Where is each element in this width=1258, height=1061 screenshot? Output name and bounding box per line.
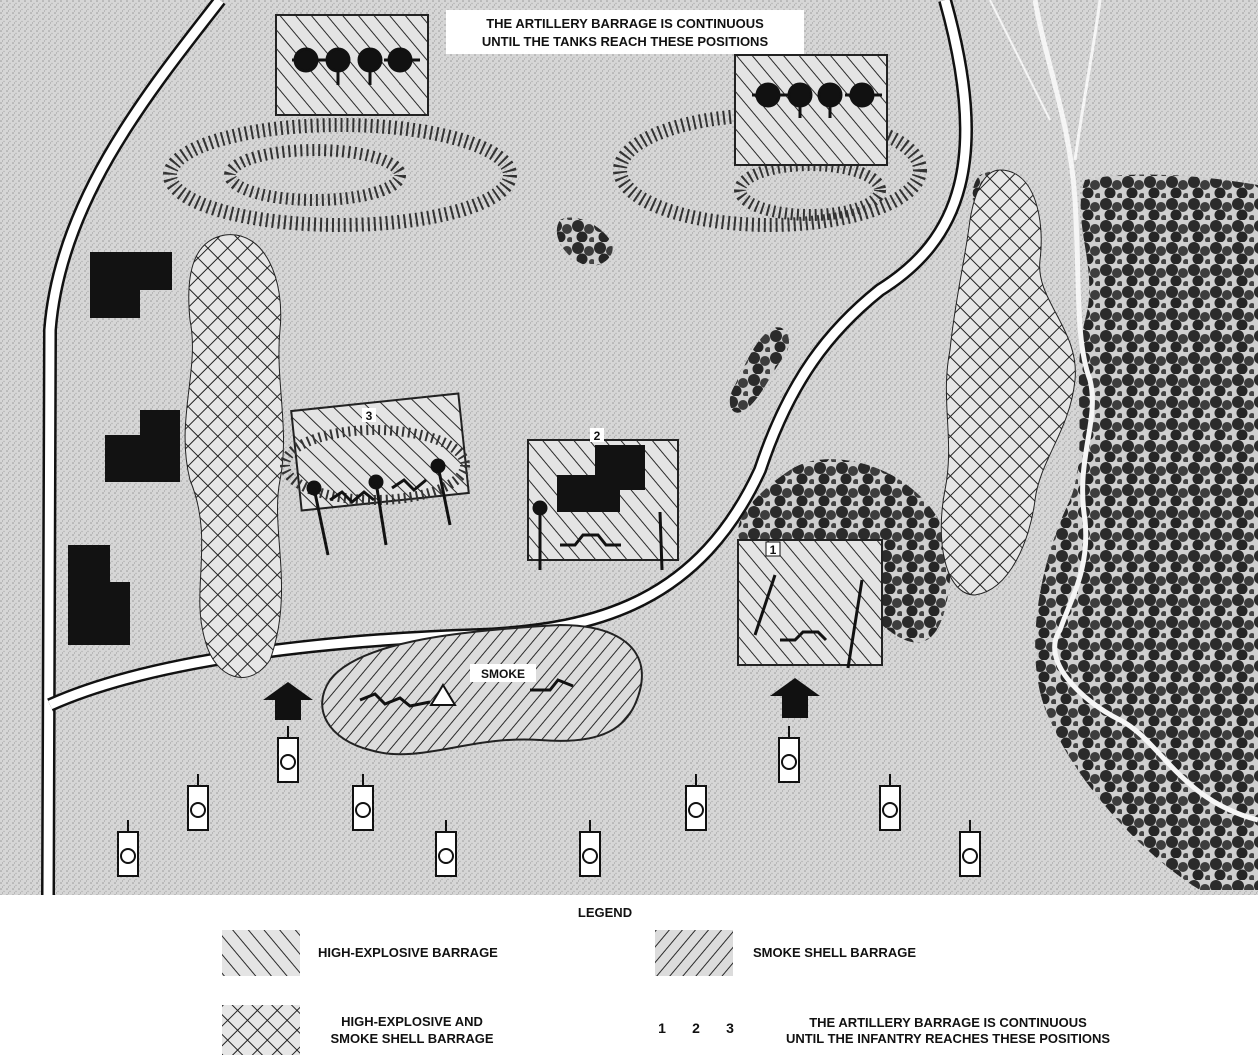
tank	[685, 774, 707, 831]
stream-branch-west	[989, 0, 1051, 121]
tank	[778, 726, 800, 783]
legend-infantry-note-line2: UNTIL THE INFANTRY REACHES THESE POSITIO…	[786, 1031, 1110, 1046]
top-note-line2: UNTIL THE TANKS REACH THESE POSITIONS	[482, 34, 769, 49]
advance-arrow-east	[770, 678, 820, 718]
position-marker-2: 2	[590, 428, 604, 443]
position-marker-1: 1	[765, 541, 781, 557]
tank	[959, 820, 981, 877]
he-smoke-barrage-east	[940, 169, 1076, 596]
stream-branch	[1073, 0, 1102, 161]
smoke-barrage-area	[321, 623, 643, 756]
tank	[352, 774, 374, 831]
legend-infantry-note-line1: THE ARTILLERY BARRAGE IS CONTINUOUS	[809, 1015, 1087, 1030]
legend-swatch-he-smoke	[222, 1005, 300, 1055]
svg-text:2: 2	[594, 429, 601, 443]
trench-position-3	[280, 425, 470, 505]
stream	[1032, 0, 1258, 823]
legend-label-he: HIGH-EXPLOSIVE BARRAGE	[318, 945, 498, 960]
legend-number-1: 1	[658, 1020, 666, 1036]
smoke-label: SMOKE	[481, 667, 525, 681]
tank	[879, 774, 901, 831]
tree-line	[729, 327, 790, 413]
he-barrage-position-1	[737, 539, 883, 666]
enemy-weapons-positions	[306, 458, 864, 669]
legend-label-he-smoke-line2: SMOKE SHELL BARRAGE	[331, 1031, 494, 1046]
smoke-label-box	[470, 664, 536, 682]
position-marker-3: 3	[362, 408, 376, 423]
legend-number-2: 2	[692, 1020, 700, 1036]
forest-area	[1035, 174, 1258, 891]
enemy-guns-top-west	[292, 47, 420, 85]
buildings	[68, 252, 180, 645]
top-note-box	[446, 10, 804, 54]
legend-label-smoke: SMOKE SHELL BARRAGE	[753, 945, 916, 960]
svg-text:3: 3	[366, 409, 373, 423]
legend-number-3: 3	[726, 1020, 734, 1036]
tank	[187, 774, 209, 831]
smoke-observation-triangle	[429, 683, 457, 706]
legend-title: LEGEND	[578, 905, 632, 920]
advance-arrow-west	[263, 682, 313, 720]
legend-swatch-he	[222, 930, 300, 976]
tank	[117, 820, 139, 877]
legend-label-he-smoke-line1: HIGH-EXPLOSIVE AND	[341, 1014, 483, 1029]
svg-text:1: 1	[770, 543, 777, 557]
bush-cluster	[556, 217, 613, 266]
he-barrage-top-east	[734, 54, 888, 166]
top-note-line1: THE ARTILLERY BARRAGE IS CONTINUOUS	[486, 16, 764, 31]
tank	[435, 820, 457, 877]
hill-west	[163, 118, 517, 232]
legend-panel	[0, 895, 1258, 1061]
road-network	[41, 0, 973, 896]
trench-zigzags	[329, 478, 828, 708]
tank-formation	[117, 726, 981, 877]
he-smoke-barrage-west	[184, 234, 284, 678]
tank	[277, 726, 299, 783]
legend-swatch-smoke	[655, 930, 733, 976]
hill-east	[613, 108, 927, 232]
enemy-guns-top-east	[752, 82, 882, 118]
tank	[579, 820, 601, 877]
building-objective-2	[557, 445, 645, 512]
